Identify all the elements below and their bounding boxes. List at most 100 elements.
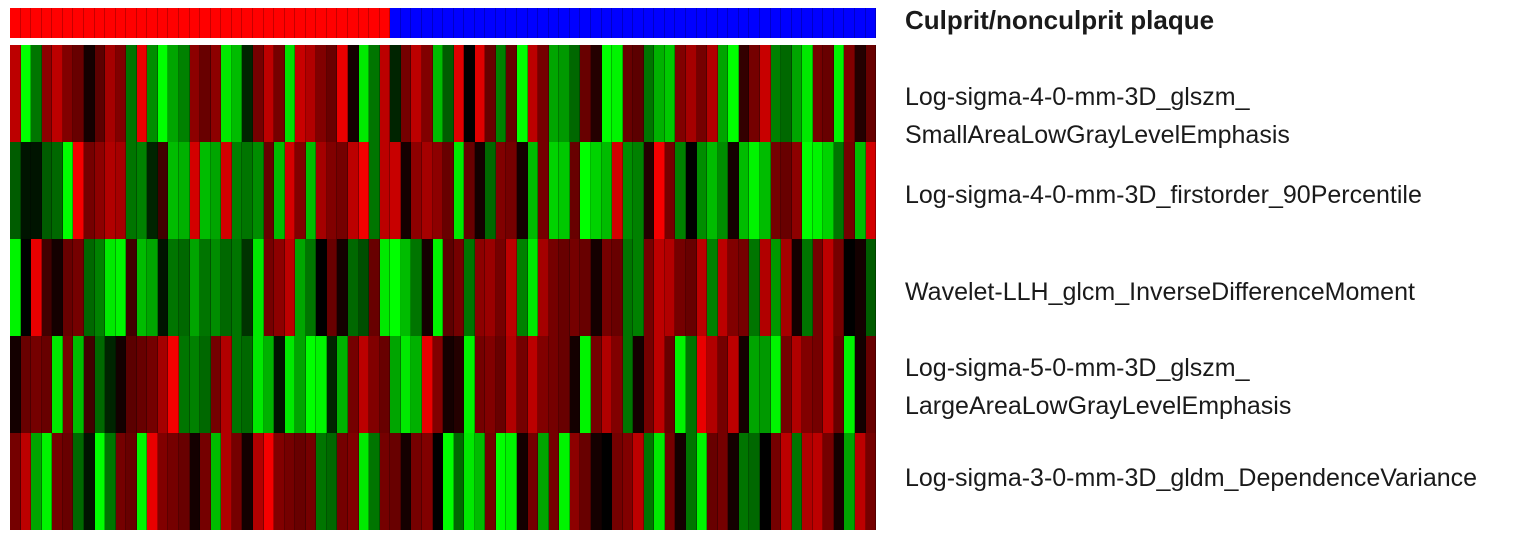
- heatmap-cell: [770, 433, 782, 530]
- heatmap-cell: [20, 142, 32, 239]
- heatmap-cell: [316, 336, 327, 433]
- heatmap-cell: [136, 45, 148, 142]
- annotation-cell-nonculprit: [833, 8, 845, 38]
- heatmap-cell: [369, 433, 380, 530]
- heatmap-cell: [390, 239, 401, 336]
- heatmap-cell: [812, 433, 824, 530]
- heatmap-cell: [105, 142, 116, 239]
- heatmap-cell: [305, 45, 317, 142]
- annotation-cell-culprit: [252, 8, 264, 38]
- heatmap-cell: [73, 336, 84, 433]
- heatmap-cell: [633, 45, 644, 142]
- heatmap-cell: [833, 142, 845, 239]
- heatmap-cell: [559, 239, 570, 336]
- annotation-cell-nonculprit: [823, 8, 834, 38]
- heatmap-cell: [654, 239, 665, 336]
- annotation-cell-nonculprit: [474, 8, 486, 38]
- heatmap-cell: [485, 336, 496, 433]
- heatmap-cell: [200, 142, 211, 239]
- annotation-cell-nonculprit: [527, 8, 539, 38]
- annotation-cell-nonculprit: [633, 8, 644, 38]
- heatmap-cell: [94, 142, 106, 239]
- heatmap-cell: [453, 45, 465, 142]
- heatmap-cell: [369, 45, 380, 142]
- heatmap-cell: [157, 433, 169, 530]
- annotation-cell-nonculprit: [844, 8, 855, 38]
- heatmap-cell: [633, 433, 644, 530]
- heatmap-cell: [453, 142, 465, 239]
- annotation-cell-culprit: [189, 8, 201, 38]
- heatmap-cell: [580, 433, 591, 530]
- heatmap-cell: [844, 142, 855, 239]
- feature-labels: Culprit/nonculprit plaque Log-sigma-4-0-…: [905, 0, 1535, 534]
- heatmap-cell: [136, 239, 148, 336]
- heatmap-cell: [781, 239, 792, 336]
- heatmap-cell: [717, 336, 729, 433]
- heatmap-cell: [83, 239, 95, 336]
- heatmap-cell: [548, 45, 560, 142]
- heatmap-cell: [20, 433, 32, 530]
- row-label-line: Wavelet-LLH_glcm_InverseDifferenceMoment: [905, 278, 1415, 306]
- heatmap-cell: [168, 45, 179, 142]
- heatmap-cell: [231, 142, 243, 239]
- heatmap-cell: [622, 45, 634, 142]
- heatmap-cell: [126, 142, 137, 239]
- heatmap-cell: [284, 336, 296, 433]
- heatmap-cell: [421, 142, 433, 239]
- heatmap-cell: [443, 336, 454, 433]
- annotation-cell-nonculprit: [686, 8, 697, 38]
- heatmap-cell: [62, 336, 74, 433]
- heatmap-cell: [728, 239, 739, 336]
- annotation-cell-culprit: [200, 8, 211, 38]
- heatmap-cell: [443, 142, 454, 239]
- annotation-cell-nonculprit: [865, 8, 877, 38]
- heatmap-cell: [263, 45, 275, 142]
- heatmap-cell: [263, 336, 275, 433]
- annotation-cell-culprit: [358, 8, 370, 38]
- heatmap-cell: [590, 45, 602, 142]
- annotation-cell-culprit: [369, 8, 380, 38]
- heatmap-cell: [94, 239, 106, 336]
- heatmap-cell: [495, 239, 507, 336]
- heatmap-cell: [717, 45, 729, 142]
- heatmap-panel: [10, 8, 877, 530]
- annotation-cell-culprit: [284, 8, 296, 38]
- heatmap-cell: [348, 336, 359, 433]
- heatmap-cell: [601, 239, 613, 336]
- heatmap-cell: [83, 45, 95, 142]
- heatmap-cell: [421, 433, 433, 530]
- heatmap-cell: [31, 433, 42, 530]
- annotation-cell-culprit: [337, 8, 348, 38]
- annotation-cell-nonculprit: [812, 8, 824, 38]
- heatmap-cell: [295, 433, 306, 530]
- heatmap-cell: [802, 239, 813, 336]
- heatmap-cell: [717, 239, 729, 336]
- heatmap-cell: [791, 142, 803, 239]
- row-label-line: Log-sigma-4-0-mm-3D_firstorder_90Percent…: [905, 181, 1422, 209]
- annotation-cell-culprit: [221, 8, 232, 38]
- heatmap-cell: [242, 239, 253, 336]
- row-label-line: Log-sigma-3-0-mm-3D_gldm_DependenceVaria…: [905, 464, 1478, 492]
- heatmap-cell: [717, 142, 729, 239]
- annotation-cell-culprit: [31, 8, 42, 38]
- annotation-cell-nonculprit: [664, 8, 676, 38]
- row-label-line: Log-sigma-4-0-mm-3D_glszm_: [905, 83, 1250, 111]
- annotation-cell-culprit: [157, 8, 169, 38]
- heatmap-cell: [231, 239, 243, 336]
- heatmap-cell: [326, 433, 338, 530]
- heatmap-cell: [654, 433, 665, 530]
- heatmap-cell: [443, 433, 454, 530]
- heatmap-cell: [105, 239, 116, 336]
- heatmap-cell: [200, 433, 211, 530]
- heatmap-cell: [781, 142, 792, 239]
- heatmap-cell: [52, 433, 63, 530]
- annotation-cell-culprit: [136, 8, 148, 38]
- heatmap-cell: [189, 433, 201, 530]
- heatmap-cell: [664, 239, 676, 336]
- heatmap-cell: [189, 336, 201, 433]
- heatmap-cell: [252, 45, 264, 142]
- heatmap-cell: [337, 239, 348, 336]
- heatmap-cell: [855, 433, 866, 530]
- heatmap-cell: [770, 142, 782, 239]
- heatmap-cell: [210, 336, 222, 433]
